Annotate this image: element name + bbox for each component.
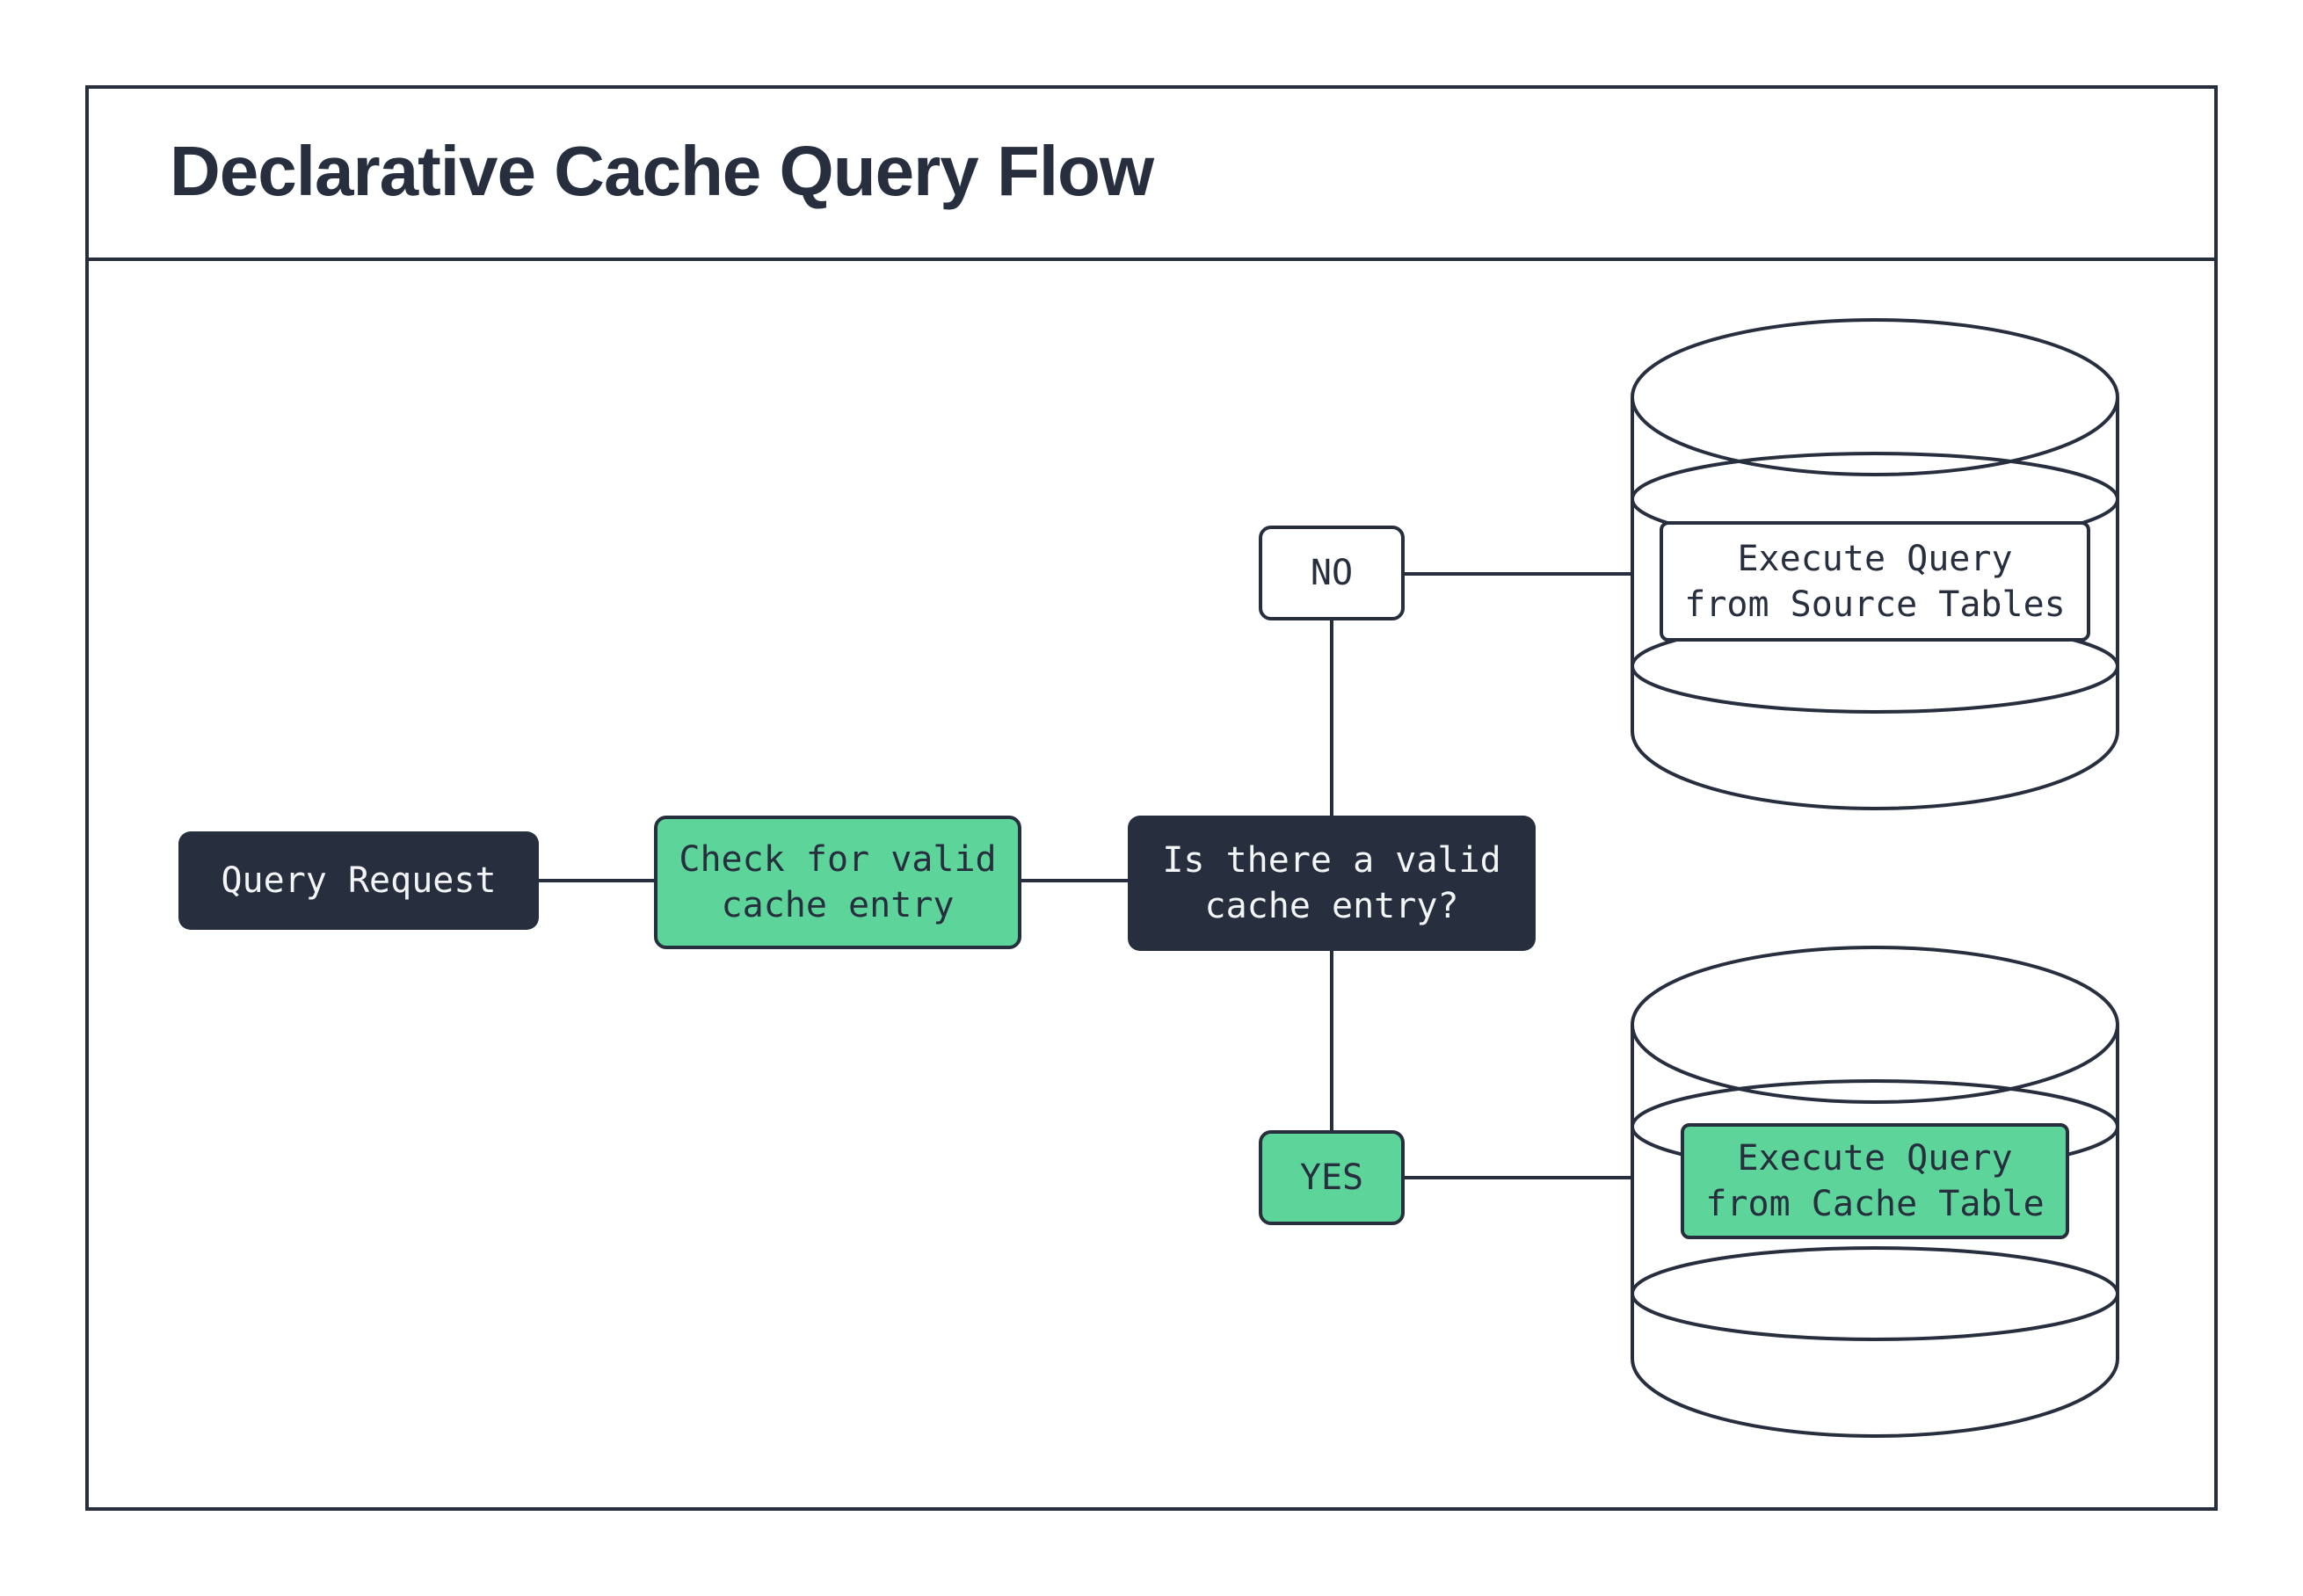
flow-node-check-cache: Check for valid cache entry (654, 816, 1021, 949)
check-cache-label-line2: cache entry (721, 885, 955, 925)
execute-source-label-line2: from Source Tables (1684, 584, 2066, 625)
flow-node-branch-no: NO (1259, 526, 1405, 620)
flow-node-query-request: Query Request (178, 831, 539, 930)
decision-label-line1: Is there a valid (1162, 840, 1501, 881)
title-band: Declarative Cache Query Flow (85, 85, 2218, 261)
decision-label-line2: cache entry? (1204, 886, 1459, 926)
flow-node-branch-yes: YES (1259, 1130, 1405, 1225)
execute-cache-label-line2: from Cache Table (1705, 1184, 2045, 1224)
connector-no-to-source-db (1405, 572, 1635, 576)
connector-query-to-check (539, 879, 654, 882)
flow-node-execute-cache: Execute Query from Cache Table (1681, 1123, 2069, 1239)
execute-source-label-line1: Execute Query (1737, 538, 2013, 579)
connector-decision-to-no (1330, 617, 1333, 819)
connector-yes-to-cache-db (1405, 1176, 1635, 1179)
execute-cache-label-line1: Execute Query (1737, 1138, 2013, 1179)
connector-check-to-decision (1021, 879, 1128, 882)
check-cache-label-line1: Check for valid (679, 839, 997, 880)
page-title: Declarative Cache Query Flow (170, 132, 1154, 210)
connector-decision-to-yes (1330, 947, 1333, 1135)
branch-yes-label: YES (1299, 1157, 1364, 1198)
flow-node-decision-valid-cache: Is there a valid cache entry? (1128, 816, 1536, 951)
query-request-label: Query Request (221, 860, 497, 901)
branch-no-label: NO (1310, 553, 1354, 593)
flow-node-execute-source: Execute Query from Source Tables (1660, 521, 2090, 642)
